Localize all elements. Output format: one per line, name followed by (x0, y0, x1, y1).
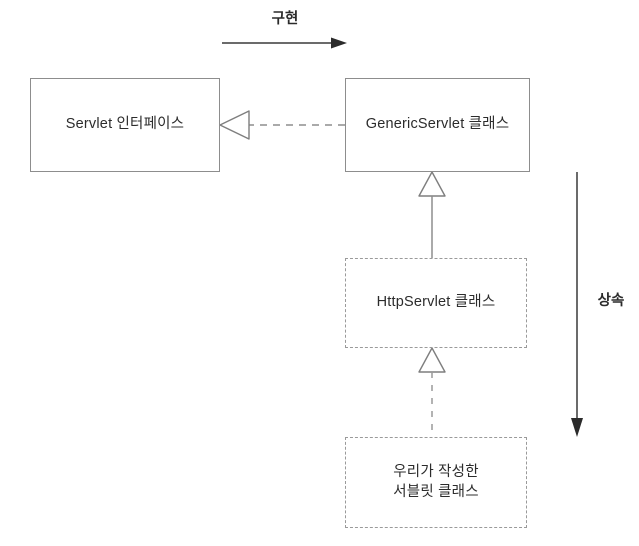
node-servlet-interface[interactable]: Servlet 인터페이스 (30, 78, 220, 172)
node-generic-servlet[interactable]: GenericServlet 클래스 (345, 78, 530, 172)
node-user-servlet[interactable]: 우리가 작성한 서블릿 클래스 (345, 437, 527, 528)
node-user-servlet-label-line1: 우리가 작성한 (393, 463, 479, 480)
generalization-user-to-http-connector (418, 347, 446, 437)
edge-label-implement: 구현 (271, 11, 299, 27)
node-http-servlet-label: HttpServlet 클래스 (376, 294, 496, 311)
inherit-direction-arrow (571, 172, 583, 437)
node-http-servlet[interactable]: HttpServlet 클래스 (345, 258, 527, 348)
node-generic-servlet-label: GenericServlet 클래스 (365, 116, 510, 133)
generalization-http-to-generic-connector (418, 171, 446, 258)
implement-direction-arrow (222, 37, 347, 49)
node-user-servlet-label-line2: 서블릿 클래스 (393, 483, 479, 500)
node-servlet-interface-label: Servlet 인터페이스 (65, 116, 185, 133)
edge-label-inherit: 상속 (597, 293, 625, 309)
realization-generic-to-interface-connector (219, 110, 345, 140)
